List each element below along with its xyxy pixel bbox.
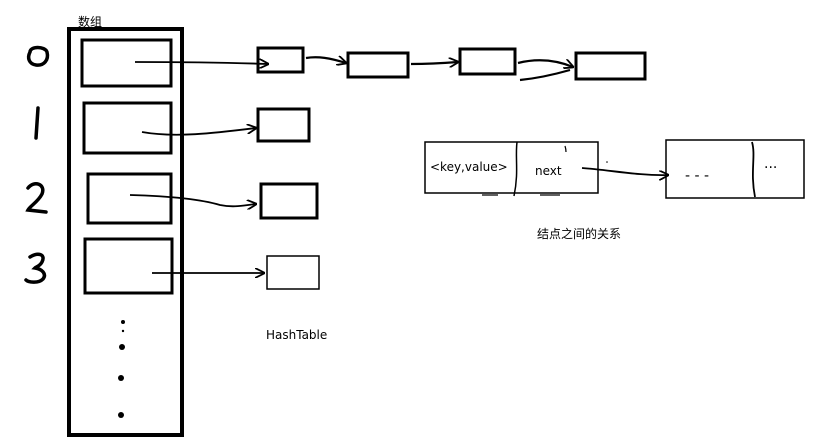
arrow-chain0-2-3 xyxy=(410,62,458,64)
chain0-node-2 xyxy=(346,51,410,79)
array-cell-3 xyxy=(83,237,174,295)
index-glyph-1 xyxy=(34,106,40,140)
index-glyph-2 xyxy=(25,182,48,214)
node-divider-mark xyxy=(564,145,567,153)
node-key-value: <key,value> xyxy=(430,160,508,174)
relation-caption: 结点之间的关系 xyxy=(537,226,621,241)
node-divider xyxy=(513,141,518,197)
arrow-cell2-to-node xyxy=(129,194,256,206)
index-glyph-0 xyxy=(26,45,50,67)
hashtable-label: HashTable xyxy=(266,328,327,342)
arrow-next-to-node xyxy=(581,167,668,175)
array-cell-1 xyxy=(82,101,173,155)
array-column xyxy=(67,27,184,437)
chain0-node-4 xyxy=(574,51,647,81)
node-marker-dot xyxy=(606,161,608,163)
ellipsis-dot-3 xyxy=(119,344,125,350)
next-node-continuation-tail: ··· xyxy=(764,160,777,176)
arrow-chain0-3-4 xyxy=(517,60,573,67)
node-box xyxy=(424,141,599,194)
arrow-chain0-3-4-stroke xyxy=(519,68,571,82)
chain0-node-1 xyxy=(256,46,305,74)
ellipsis-dot-5 xyxy=(118,412,124,418)
array-label: 数组 xyxy=(78,14,102,29)
next-node-box xyxy=(665,139,805,199)
arrow-cell1-to-node xyxy=(141,128,256,136)
chain2-node-1 xyxy=(259,182,319,220)
array-cell-0 xyxy=(80,38,173,88)
array-cell-2 xyxy=(86,172,173,225)
next-node-continuation: - - - xyxy=(685,168,709,184)
node-next: next xyxy=(535,164,562,178)
ellipsis-dot-2 xyxy=(121,329,125,333)
chain0-node-3 xyxy=(458,47,517,76)
arrow-chain0-1-2 xyxy=(305,57,346,63)
next-node-divider xyxy=(751,141,756,198)
ellipsis-dot-4 xyxy=(118,375,124,381)
index-glyph-3 xyxy=(24,252,47,284)
chain1-node-1 xyxy=(256,107,311,143)
ellipsis-dot-1 xyxy=(121,320,125,324)
arrow-cell0-to-node xyxy=(134,62,268,64)
chain3-node-1 xyxy=(266,255,320,290)
